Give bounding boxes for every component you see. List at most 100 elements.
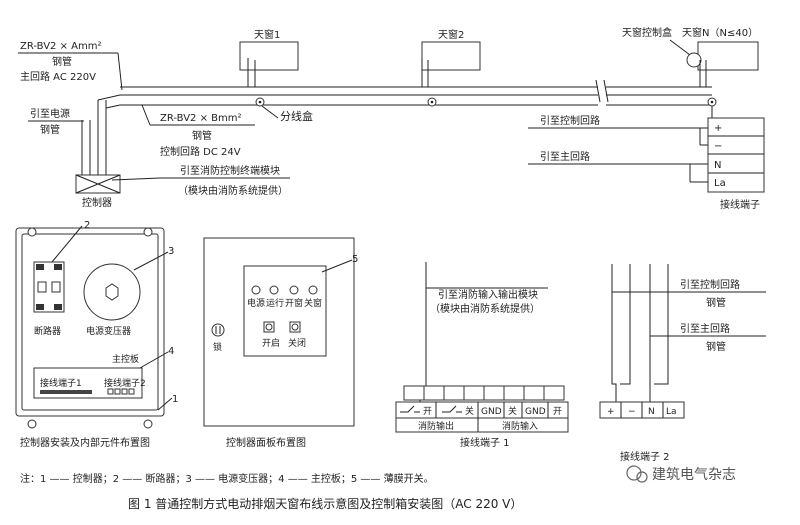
terminal-minus: −	[714, 141, 722, 152]
pipe-main-label: 钢管	[52, 55, 72, 68]
controller-panel-diagram: 电源 运行 开窗 关窗 开启 关闭 锁 5 控制器面板布置图	[203, 237, 358, 449]
fire-input-label: 消防输入	[502, 420, 538, 432]
leader-line	[111, 177, 161, 181]
terminal-2-label: 接线端子2	[104, 377, 146, 389]
callout-1: 1	[172, 394, 178, 405]
terminal-strip-1	[40, 390, 92, 394]
riser-line	[97, 94, 121, 101]
t2-to-main-loop: 引至主回路	[680, 322, 730, 335]
cell-open-in: 开	[553, 406, 562, 417]
transformer	[83, 263, 141, 321]
cell-close-in: 关	[508, 405, 517, 417]
panel1-caption: 控制器安装及内部元件布置图	[20, 436, 150, 449]
terminal-n: N	[714, 160, 721, 171]
wechat-icon	[626, 465, 642, 481]
pipe-ctrl-label: 钢管	[192, 129, 212, 142]
t2-pipe-1: 钢管	[706, 296, 726, 309]
skylight-n-box	[697, 41, 759, 71]
skylight-1-box	[239, 41, 299, 71]
switch-symbol	[442, 405, 462, 413]
terminal-la: La	[714, 178, 726, 189]
junction-dot	[258, 100, 262, 104]
mainboard-label: 主控板	[112, 353, 139, 365]
to-fire-io-label: 引至消防输入输出模块	[438, 288, 538, 301]
to-control-loop-label: 引至控制回路	[540, 114, 600, 127]
terminal-strip-2	[107, 388, 135, 395]
terminal-caption: 接线端子	[720, 198, 760, 211]
controller-internal-diagram: 断路器 电源变压器 主控板 接线端子1 接线端子2 2 3 4 1 控制器安	[15, 220, 178, 449]
pipe-power-label: 钢管	[40, 123, 60, 136]
leader-line	[141, 104, 151, 126]
panel2-caption: 控制器面板布置图	[226, 436, 306, 449]
t2-cell-minus: −	[628, 407, 636, 417]
lock-icon	[211, 323, 225, 337]
figure-caption: 图 1 普通控制方式电动排烟天窗布线示意图及控制箱安装图（AC 220 V）	[128, 496, 522, 511]
indicator-close	[308, 285, 318, 295]
leader-line	[117, 52, 123, 91]
indicator-power	[251, 285, 261, 295]
t2-pipe-2: 钢管	[706, 340, 726, 353]
term1-note: （模块由消防系统提供）	[430, 302, 540, 315]
term2-caption: 接线端子 2	[620, 450, 670, 463]
t2-to-control-loop: 引至控制回路	[680, 278, 740, 291]
t2-cell-la: La	[666, 407, 677, 417]
leader-line	[261, 105, 279, 119]
power-in-label: 引至电源	[30, 107, 70, 120]
main-circuit-label: 主回路 AC 220V	[20, 70, 96, 83]
callout-5: 5	[352, 254, 358, 265]
cable-ctrl-label: ZR-BV2 × Bmm²	[160, 113, 242, 124]
open-label: 开启	[262, 337, 280, 349]
terminal-plus: +	[714, 123, 722, 134]
cell-close-out: 关	[465, 405, 474, 417]
controller-box	[75, 174, 121, 194]
transformer-label: 电源变压器	[86, 325, 131, 337]
cable-main-label: ZR-BV2 × Amm²	[20, 41, 101, 52]
junction-box-label: 分线盒	[280, 109, 313, 123]
indicator-open-label: 开窗	[285, 297, 303, 309]
controller-label: 控制器	[82, 196, 112, 209]
indicator-power-label: 电源	[247, 297, 265, 309]
skylight-control-box-label: 天窗控制盒	[622, 26, 672, 39]
junction-dot	[710, 100, 714, 104]
terminal-1-label: 接线端子1	[40, 377, 82, 389]
t2-cell-n: N	[648, 407, 655, 417]
callout-4: 4	[168, 346, 174, 357]
breaker	[33, 261, 65, 313]
indicator-open	[289, 285, 299, 295]
cell-open-out: 开	[423, 406, 432, 417]
callout-2: 2	[84, 220, 90, 231]
membrane-switch	[243, 265, 327, 357]
cell-gnd-2: GND	[525, 407, 546, 417]
breaker-label: 断路器	[34, 325, 61, 337]
skylight-n-label: 天窗N（N≤40）	[682, 26, 758, 39]
watermark-text: 建筑电气杂志	[652, 467, 736, 483]
indicator-run	[269, 285, 279, 295]
terminal-2-diagram: 引至控制回路 钢管 引至主回路 钢管 + − N La 接线端子 2	[599, 264, 766, 463]
fire-module-label: 引至消防控制终端模块	[180, 164, 280, 177]
switch-symbol	[400, 405, 420, 413]
fire-output-label: 消防输出	[418, 420, 454, 432]
break-mark	[603, 79, 609, 103]
terminal-1-diagram: 引至消防输入输出模块 （模块由消防系统提供） 开 关 GND 关 GND 开 消…	[395, 262, 569, 449]
to-main-loop-label: 引至主回路	[540, 150, 590, 163]
close-label: 关闭	[288, 337, 306, 349]
leader-line	[669, 39, 691, 56]
fire-module-note: （模块由消防系统提供）	[178, 184, 288, 197]
skylight-2-box	[421, 41, 481, 71]
ctrl-circuit-label: 控制回路 DC 24V	[160, 145, 241, 158]
break-mark	[595, 79, 601, 103]
riser-line	[105, 104, 121, 109]
watermark: 建筑电气杂志	[626, 465, 736, 483]
cell-gnd-1: GND	[481, 407, 502, 417]
skylight-2-label: 天窗2	[438, 28, 464, 41]
indicator-run-label: 运行	[266, 297, 284, 309]
terminal-block	[707, 117, 765, 193]
lock-label: 锁	[213, 341, 222, 353]
t2-cell-plus: +	[607, 407, 615, 417]
term1-caption: 接线端子 1	[460, 436, 510, 449]
skylight-1-label: 天窗1	[254, 28, 280, 41]
junction-dot	[430, 100, 434, 104]
skylight-control-box-circle	[686, 52, 702, 68]
callout-3: 3	[168, 246, 174, 257]
top-wiring-diagram: ZR-BV2 × Amm² 钢管 主回路 AC 220V 引至电源 钢管 控制器…	[18, 26, 765, 211]
